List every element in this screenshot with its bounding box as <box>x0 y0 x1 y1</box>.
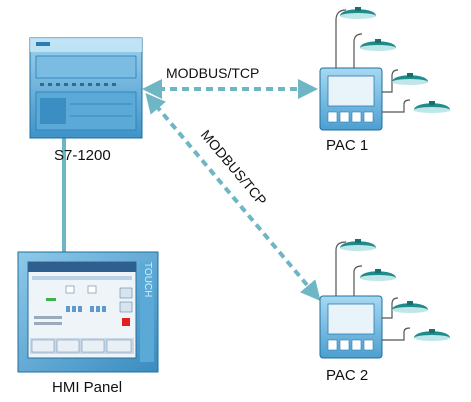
plc-pac2-link <box>145 92 321 302</box>
pac2-device <box>319 295 383 359</box>
pac1-lamps <box>335 7 450 113</box>
plc-pac2-protocol-label: MODBUS/TCP <box>198 127 270 209</box>
pac2-lamps <box>335 239 450 341</box>
plc-label: S7-1200 <box>54 147 111 164</box>
hmi-label: HMI Panel <box>52 379 122 396</box>
hmi-brand-label: TOUCH <box>142 262 153 297</box>
pac1-device <box>319 67 383 131</box>
plc-pac1-protocol-label: MODBUS/TCP <box>166 65 259 81</box>
pac1-label: PAC 1 <box>326 137 368 154</box>
hmi-panel-device <box>17 251 159 373</box>
pac2-label: PAC 2 <box>326 367 368 384</box>
plc-device <box>29 37 143 139</box>
